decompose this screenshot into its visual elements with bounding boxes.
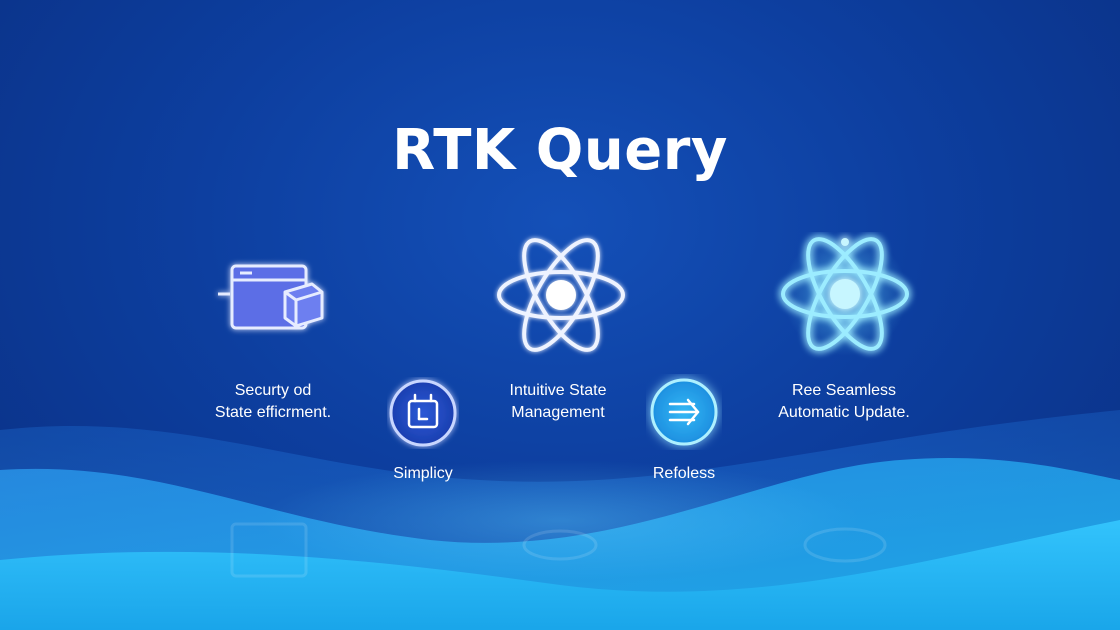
react-atom-icon <box>493 230 629 360</box>
feature-caption-security: Securty od State efficrment. <box>214 382 332 421</box>
feature-caption-seamless: Ree Seamless Automatic Update. <box>778 382 910 421</box>
reflection-atom-icon <box>520 525 600 565</box>
feature-caption-simplicy: Simplicy <box>393 465 453 482</box>
feature-caption-refoless: Refoless <box>652 465 716 482</box>
reflection-glow-atom-icon <box>800 520 890 570</box>
robot-box-icon <box>387 377 459 449</box>
arrows-right-icon <box>646 374 722 450</box>
glowing-atom-icon <box>770 232 920 362</box>
feature-caption-intuitive: Intuitive State Management <box>509 382 607 421</box>
page-title: RTK Query <box>392 118 728 183</box>
browser-window-cube-icon <box>210 256 335 336</box>
reflection-browser-icon <box>210 520 335 580</box>
